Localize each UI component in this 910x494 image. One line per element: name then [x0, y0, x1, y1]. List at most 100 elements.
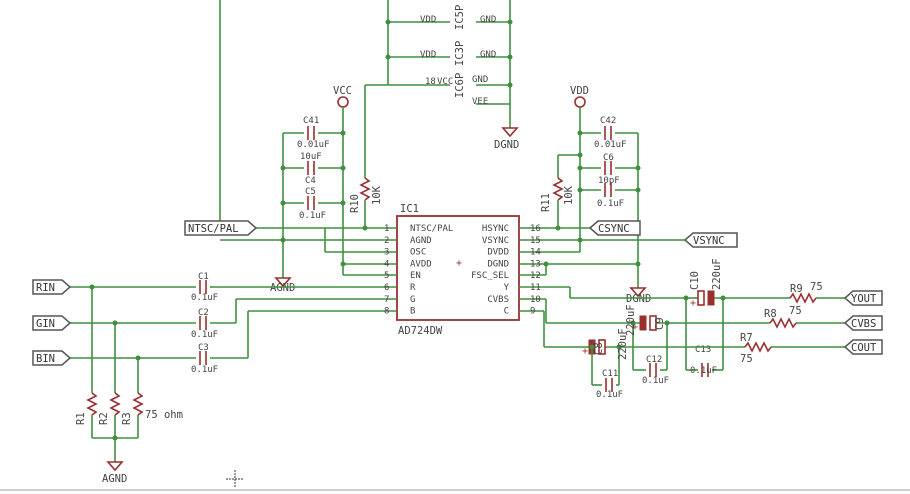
ic-pin-number: 4	[384, 259, 389, 269]
r10-ref: R10	[349, 194, 361, 213]
c2-ref: C2	[198, 308, 209, 318]
ic-pin-name: CVBS	[487, 295, 509, 305]
ic-pin-name: G	[410, 295, 415, 305]
c4-value: 10uF	[300, 152, 322, 162]
ic-pin-name: FSC_SEL	[471, 271, 509, 281]
ic-pin-number: 3	[384, 248, 389, 258]
svg-text:+: +	[632, 322, 638, 333]
c6-value: 10pF	[598, 176, 620, 186]
vdd-bypass-network: VDD DGND C42 0.01uF C6 10pF 0.1uF R11 10…	[540, 85, 651, 305]
gin-label: GIN	[36, 318, 55, 330]
svg-text:+: +	[456, 258, 462, 269]
c12-ref: C12	[646, 355, 662, 365]
rgb-input-network: C1 0.1uF C2 0.1uF C3 0.1uF AGND R1 R2 R3…	[70, 272, 249, 485]
connector-ref: IC5P	[454, 5, 466, 30]
ic-pin-number: 1	[384, 224, 389, 234]
vsync-port[interactable]: VSYNC	[683, 232, 738, 248]
bin-label: BIN	[36, 353, 55, 365]
c11-value: 0.1uF	[596, 390, 623, 400]
r3-ref: R3	[121, 412, 133, 425]
ic-pin-number: 16	[530, 224, 541, 234]
ic-pin-name: NTSC/PAL	[410, 224, 453, 234]
svg-text:+: +	[690, 298, 696, 309]
rin-label: RIN	[36, 282, 55, 294]
vsync-label: VSYNC	[693, 235, 725, 247]
c3-ref: C3	[198, 343, 209, 353]
yout-port[interactable]: YOUT	[843, 290, 883, 306]
connector-gnd-label: GND	[472, 75, 488, 85]
ic-pin-name: DGND	[487, 259, 509, 269]
ic-pin-name: OSC	[410, 248, 426, 258]
yout-label: YOUT	[851, 293, 877, 305]
r8-ref: R8	[764, 308, 777, 320]
ic-pin-number: 8	[384, 307, 389, 317]
c3-value: 0.1uF	[191, 365, 218, 375]
c2-value: 0.1uF	[191, 330, 218, 340]
svg-text:+: +	[582, 346, 588, 357]
c42-ref: C42	[600, 116, 616, 126]
c41-value: 0.01uF	[297, 140, 330, 150]
ic-pin-number: 9	[530, 307, 535, 317]
c11-ref: C11	[602, 369, 618, 379]
connector-vdd-label: VDD	[420, 15, 436, 25]
r11-ref: R11	[540, 193, 552, 212]
r2-ref: R2	[98, 412, 110, 425]
ic-pin-number: 12	[530, 271, 541, 281]
c42-value: 0.01uF	[594, 140, 627, 150]
ic-pin-number: 13	[530, 259, 541, 269]
rin-port[interactable]: RIN	[32, 279, 72, 295]
dgnd-label: DGND	[626, 293, 651, 305]
ic-pin-name: VSYNC	[482, 236, 509, 246]
ic-part: AD724DW	[398, 325, 443, 337]
r1-ref: R1	[75, 412, 87, 425]
c5-ref: C5	[305, 187, 316, 197]
vcc-bypass-network: VCC C41 0.01uF 10uF C4 C5 0.1uF AGND R10…	[270, 85, 383, 294]
connector-vdd-label: VDD	[420, 50, 436, 60]
ntsc-pal-port[interactable]: NTSC/PAL	[184, 220, 258, 236]
ic-pin-name: Y	[504, 283, 510, 293]
cout-label: COUT	[851, 342, 877, 354]
connector-vee-label: VEE	[472, 97, 488, 107]
c6-ref: C6	[603, 153, 614, 163]
c9-ref: C9	[654, 317, 666, 330]
c9-value: 220uF	[625, 304, 637, 336]
c1-value: 0.1uF	[191, 293, 218, 303]
r11-value: 10K	[563, 185, 575, 205]
cvbs-port[interactable]: CVBS	[843, 315, 883, 331]
power-connector: VDD VDD 18 VCC GND GND GND VEE IC5P IC3P…	[219, 0, 519, 228]
c41-ref: C41	[303, 116, 319, 126]
connector-gnd-label: GND	[480, 15, 496, 25]
cvbs-label: CVBS	[851, 318, 876, 330]
connector-gnd-label: GND	[480, 50, 496, 60]
vcc-label: VCC	[333, 85, 352, 97]
vdd-label: VDD	[570, 85, 589, 97]
ic-pin-name: AVDD	[410, 259, 432, 269]
ic-pin-name: AGND	[410, 236, 432, 246]
cout-port[interactable]: COUT	[843, 339, 883, 355]
bin-port[interactable]: BIN	[32, 350, 72, 366]
csync-label: CSYNC	[598, 223, 630, 235]
connector-ref: IC3P	[454, 41, 466, 66]
ic-ref: IC1	[400, 203, 419, 215]
gin-port[interactable]: GIN	[32, 315, 72, 331]
c1-ref: C1	[198, 272, 209, 282]
c12-value: 0.1uF	[642, 376, 669, 386]
r123-value: 75 ohm	[145, 409, 183, 421]
ic-pin-name: EN	[410, 271, 421, 281]
ic-pin-name: HSYNC	[482, 224, 509, 234]
r10-value: 10K	[371, 185, 383, 205]
dgnd-label: DGND	[494, 139, 519, 151]
crosshair-cursor-icon	[226, 470, 244, 488]
ic-pin-number: 10	[530, 295, 541, 305]
c10-ref: C10	[689, 271, 701, 290]
ic-pin-number: 7	[384, 295, 389, 305]
ic-pin-number: 14	[530, 248, 541, 258]
c5-value: 0.1uF	[299, 211, 326, 221]
c13-value: 0.1uF	[690, 366, 717, 376]
ic-pin-name: R	[410, 283, 416, 293]
csync-port[interactable]: CSYNC	[588, 220, 641, 236]
connector-ref: IC6P	[454, 73, 466, 98]
output-network: + C10 220uF R9 75 C13 0.1uF + 220uF C9	[543, 258, 845, 400]
